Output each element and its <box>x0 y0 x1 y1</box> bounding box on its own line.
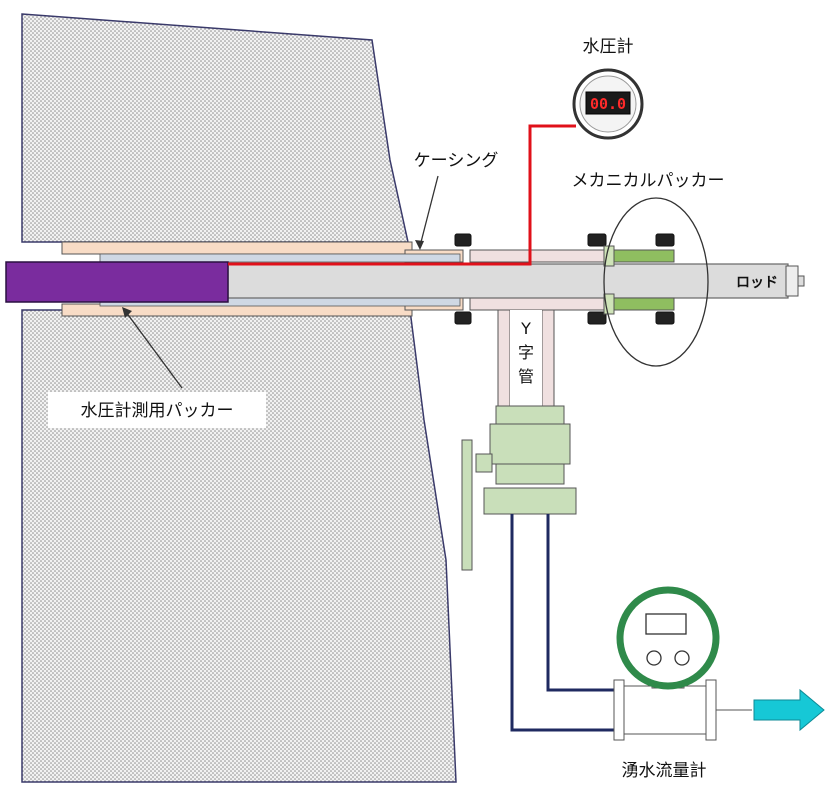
gauge-display: 00.0 <box>590 95 626 113</box>
label-mechanical-packer: メカニカルパッカー <box>572 171 725 191</box>
casing <box>61 241 464 317</box>
pressure-packer <box>5 261 229 303</box>
label-pressure-packer: 水圧計測用パッカー <box>81 401 234 421</box>
packer-pointer-head <box>122 307 132 318</box>
label-spring-flow-meter: 湧水流量計 <box>622 761 707 781</box>
casing-pointer <box>419 175 439 247</box>
valve-handle <box>461 439 473 571</box>
rod <box>227 263 789 299</box>
spring-flow-meter <box>613 586 752 741</box>
valve <box>461 405 577 571</box>
rod-end-tip <box>797 275 805 287</box>
label-y-pipe-1: Y <box>520 319 531 338</box>
label-casing: ケーシング <box>414 151 499 171</box>
label-y-pipe-3: 管 <box>518 367 534 386</box>
mechanical-packer-circle <box>603 197 709 367</box>
label-y-pipe-2: 字 <box>518 343 534 362</box>
pressure-sensor-line <box>228 124 576 266</box>
label-water-pressure-gauge: 水圧計 <box>583 37 634 57</box>
water-pressure-gauge: 00.0 <box>572 68 644 140</box>
label-rod: ロッド <box>736 275 778 291</box>
packer-pointer <box>125 311 183 389</box>
rock-upper <box>21 13 409 243</box>
pressure-packer-label-box <box>48 392 266 428</box>
rod-end-cap <box>785 265 799 297</box>
mechanical-packer-body <box>603 245 675 315</box>
flange-bolts <box>454 233 675 325</box>
casing-pointer-head <box>415 240 424 250</box>
outflow-arrow <box>753 688 825 732</box>
rock-lower <box>21 309 457 783</box>
y-pipe <box>497 309 555 407</box>
hose <box>510 514 620 732</box>
